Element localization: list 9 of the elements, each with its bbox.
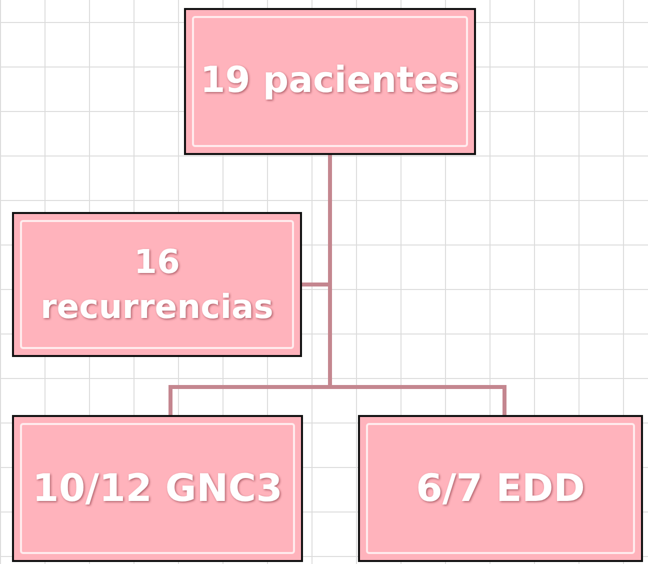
box-label: 19 pacientes <box>199 59 461 104</box>
box-label: 10/12 GNC3 <box>31 464 284 512</box>
process-box <box>358 415 643 562</box>
process-box <box>184 8 476 155</box>
box-label: 16 recurrencias <box>40 240 274 328</box>
box-label: 6/7 EDD <box>414 464 586 512</box>
process-box <box>12 415 303 562</box>
process-box <box>12 212 302 357</box>
connector-line <box>328 155 506 415</box>
